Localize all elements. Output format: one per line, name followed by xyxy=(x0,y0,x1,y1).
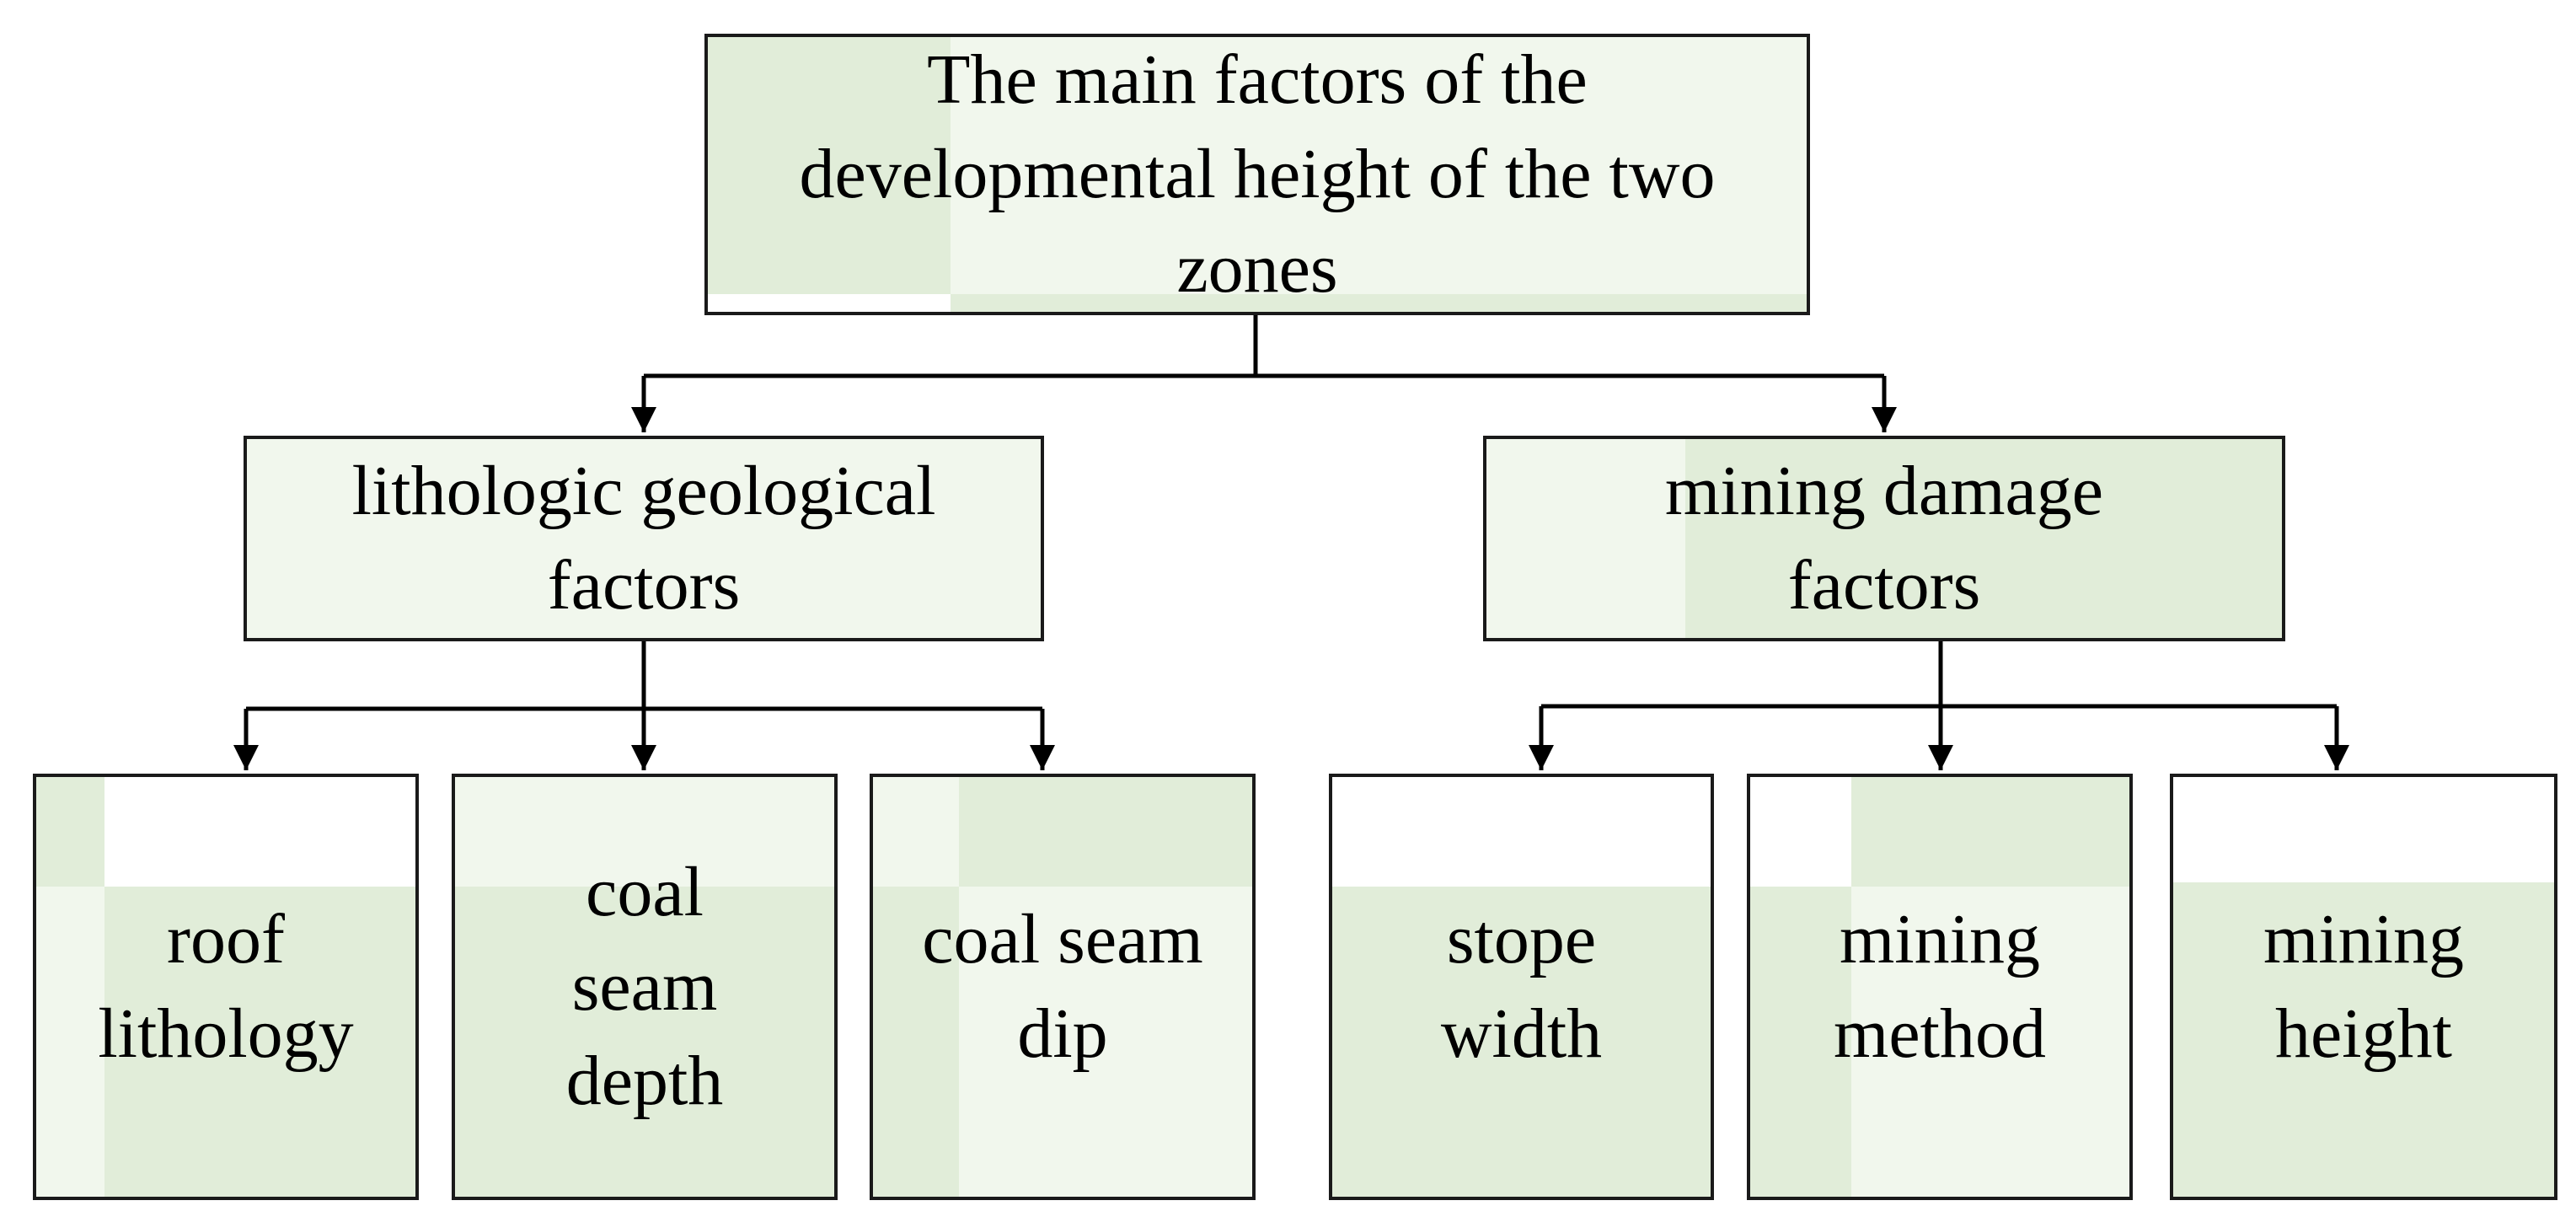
leaf-shade-bottom xyxy=(1332,887,1711,1197)
root-connectors xyxy=(631,315,1897,432)
leaf-shade-top xyxy=(959,777,1252,887)
leaf-node-coal-seam-dip: coal seam dip xyxy=(870,774,1256,1200)
branch-label: lithologic geological factors xyxy=(351,452,936,624)
leaf-white-top xyxy=(2173,777,2554,882)
branch-shade-patch xyxy=(1685,439,2282,638)
leaf-node-mining-method: mining method xyxy=(1747,774,2133,1200)
branch-node-lithologic-geological-factors: lithologic geological factors xyxy=(244,436,1044,641)
leaf-shade-left xyxy=(873,887,959,1197)
leaf-white-top xyxy=(1750,777,1851,887)
leaf-shade-top xyxy=(1851,777,2129,887)
lithologic-branch-connectors xyxy=(233,641,1055,770)
leaf-label: stope width xyxy=(1440,900,1603,1073)
root-shade-patch xyxy=(708,37,951,294)
leaf-node-mining-height: mining height xyxy=(2170,774,2557,1200)
leaf-shade-top xyxy=(36,777,104,887)
leaf-label: coal seam dip xyxy=(922,900,1203,1073)
leaf-node-coal-seam-depth: coal seam depth xyxy=(452,774,838,1200)
leaf-node-stope-width: stope width xyxy=(1329,774,1714,1200)
leaf-shade-bottom xyxy=(455,887,834,1197)
leaf-shade-bottom xyxy=(2173,882,2554,1197)
leaf-node-roof-lithology: roof lithology xyxy=(33,774,419,1200)
mining-branch-connectors xyxy=(1529,641,2349,770)
leaf-label: coal seam depth xyxy=(565,853,724,1120)
root-shade-strip xyxy=(951,294,1807,312)
leaf-label: mining height xyxy=(2263,900,2464,1073)
leaf-white-top xyxy=(104,777,415,887)
leaf-shade-bottom xyxy=(104,887,415,1197)
leaf-white-top xyxy=(1332,777,1711,887)
root-node: The main factors of the developmental he… xyxy=(704,34,1810,315)
leaf-shade-left xyxy=(1750,887,1851,1197)
leaf-label: roof lithology xyxy=(98,900,354,1073)
branch-label: mining damage factors xyxy=(1664,452,2104,624)
root-label: The main factors of the developmental he… xyxy=(799,40,1716,308)
branch-node-mining-damage-factors: mining damage factors xyxy=(1483,436,2285,641)
leaf-label: mining method xyxy=(1834,900,2046,1073)
root-light-strip xyxy=(708,294,951,312)
